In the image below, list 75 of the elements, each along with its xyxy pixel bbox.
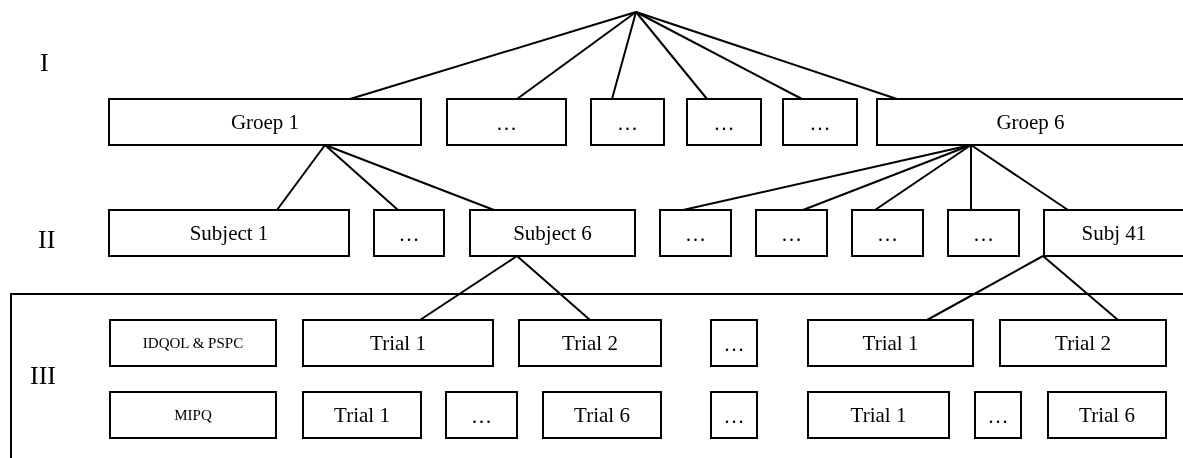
node-label: Trial 1: [370, 330, 426, 356]
node-box: [851, 209, 924, 257]
node-box: [590, 98, 665, 146]
node-label: Trial 2: [1055, 330, 1111, 356]
node-label: …: [973, 222, 994, 247]
node-label: …: [987, 404, 1009, 429]
node-box: [108, 98, 422, 146]
node-box: [710, 391, 758, 439]
connector-line: [970, 144, 1069, 211]
node-label: Trial 2: [562, 330, 618, 356]
node-box: [445, 391, 518, 439]
connector-line: [611, 11, 637, 100]
connector-line: [1042, 255, 1119, 321]
node-label: Trial 1: [334, 402, 390, 428]
node-label: IDQOL & PSPC: [142, 334, 244, 352]
connector-line: [874, 144, 972, 211]
connector-line: [516, 255, 591, 321]
node-label: Trial 6: [1079, 402, 1135, 428]
node-box: [109, 319, 277, 367]
node-label: Trial 1: [862, 330, 919, 356]
level-label: II: [38, 225, 56, 255]
node-label: Subject 1: [189, 220, 269, 246]
node-label: Trial 1: [850, 402, 907, 428]
node-box: [876, 98, 1183, 146]
node-label: …: [617, 111, 638, 136]
connector-line: [635, 11, 708, 100]
node-label: …: [781, 222, 802, 247]
node-box: [469, 209, 636, 257]
node-box: [807, 319, 974, 367]
level-label: I: [40, 48, 49, 78]
node-box: [999, 319, 1167, 367]
connector-line: [926, 255, 1044, 321]
level-panel: [10, 293, 1183, 458]
node-box: [1047, 391, 1167, 439]
node-label: Subj 41: [1081, 220, 1147, 246]
node-label: …: [723, 404, 745, 429]
node-box: [782, 98, 858, 146]
node-label: …: [398, 222, 420, 247]
node-box: [686, 98, 762, 146]
node-box: [974, 391, 1022, 439]
connector-line: [349, 11, 637, 100]
node-label: …: [877, 222, 898, 247]
node-box: [446, 98, 567, 146]
node-label: MIPQ: [174, 406, 212, 424]
node-box: [947, 209, 1020, 257]
node-label: Trial 6: [574, 402, 630, 428]
node-box: [659, 209, 732, 257]
node-label: …: [685, 222, 706, 247]
node-box: [518, 319, 662, 367]
connector-line: [276, 144, 326, 211]
connector-line: [970, 144, 972, 211]
node-label: …: [496, 111, 517, 136]
node-box: [710, 319, 758, 367]
node-label: …: [471, 404, 492, 429]
node-label: Groep 1: [230, 109, 300, 135]
connector-line: [419, 255, 518, 321]
node-label: …: [723, 332, 745, 357]
node-box: [1043, 209, 1183, 257]
level-label: III: [30, 361, 56, 391]
node-label: Groep 6: [996, 109, 1065, 135]
node-box: [302, 319, 494, 367]
node-box: [108, 209, 350, 257]
connector-line: [635, 11, 898, 100]
node-box: [807, 391, 950, 439]
node-box: [373, 209, 445, 257]
node-label: …: [713, 111, 735, 136]
node-box: [755, 209, 828, 257]
connector-line: [324, 144, 399, 211]
node-label: Subject 6: [513, 220, 592, 246]
node-box: [542, 391, 662, 439]
connector-line: [324, 144, 495, 211]
node-label: …: [809, 111, 831, 136]
node-box: [109, 391, 277, 439]
connector-line: [516, 11, 637, 100]
node-box: [302, 391, 422, 439]
